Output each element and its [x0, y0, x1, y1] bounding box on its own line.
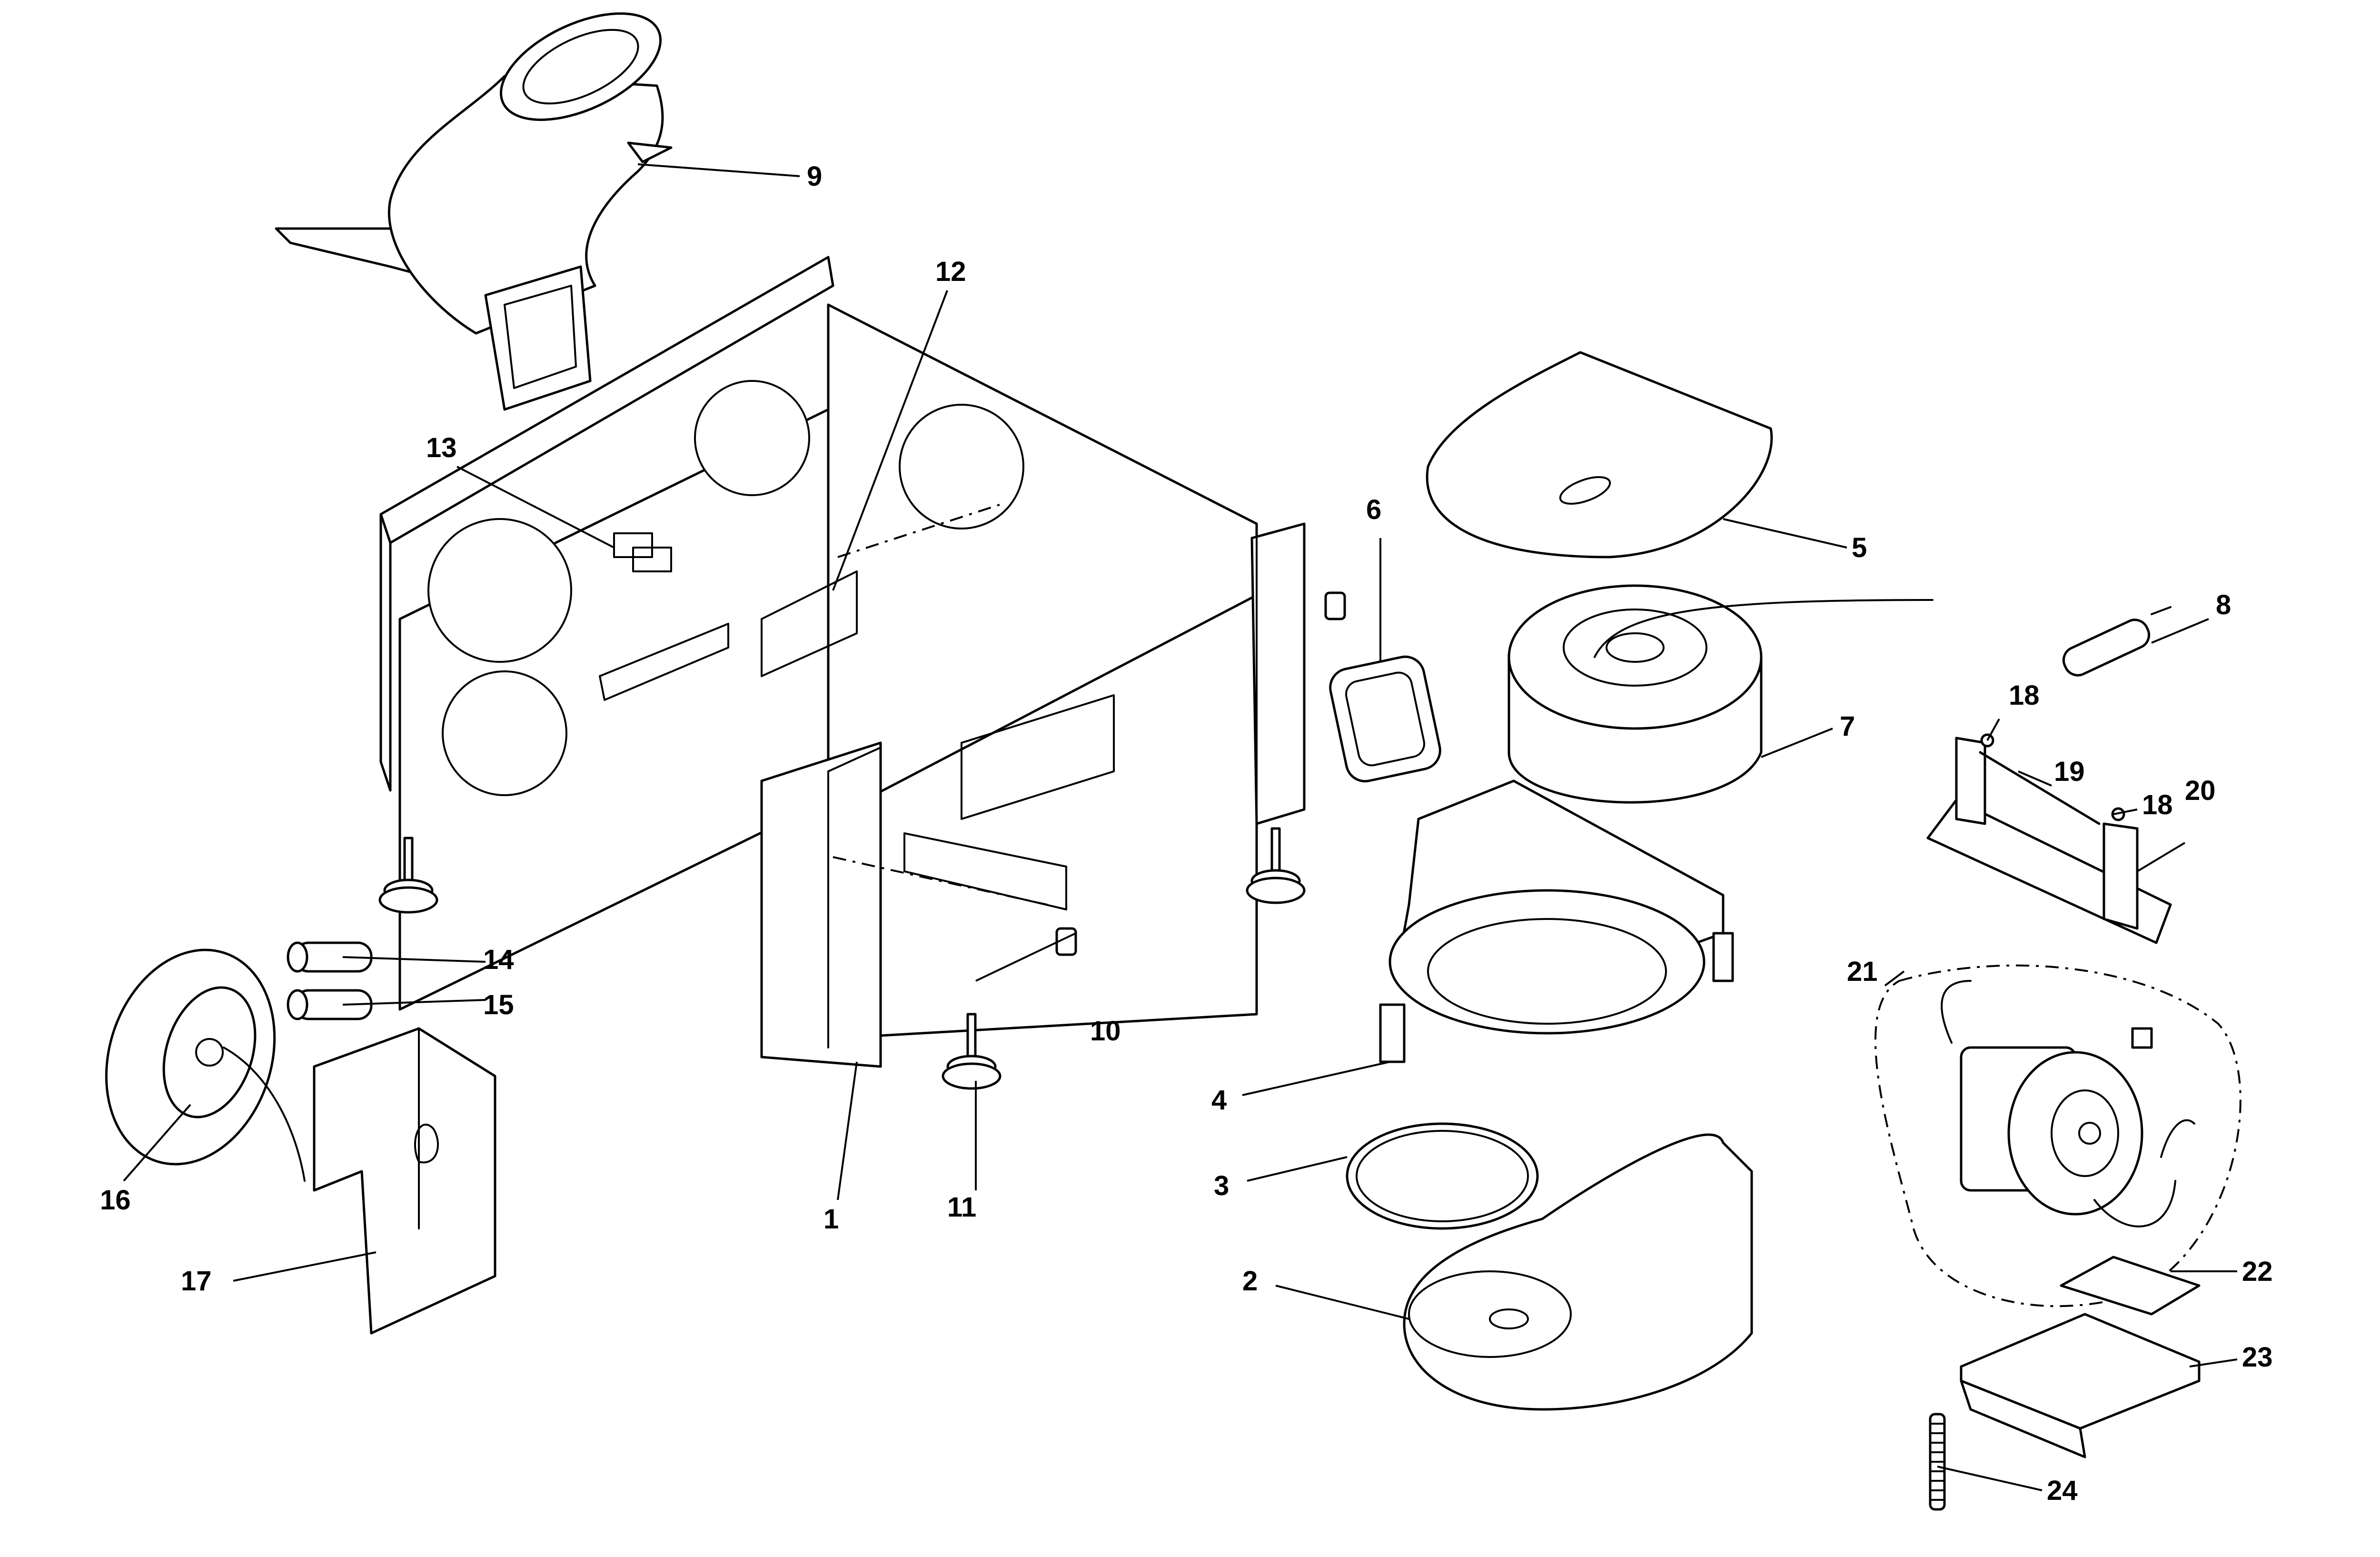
callout-18-upper: 18: [2009, 680, 2040, 711]
callout-18-lower: 18: [2142, 789, 2173, 820]
callout-7: 7: [1840, 711, 1855, 742]
callout-10: 10: [1090, 1016, 1121, 1047]
part-22-plate: [2060, 1256, 2201, 1316]
part-11-adjustable-feet: [378, 827, 1306, 1090]
callout-9: 9: [807, 161, 822, 192]
callout-numbers: 1 2 3 4 5 6 7 8 9 10 11 12 13 14 15 16 1…: [100, 161, 2273, 1506]
callout-16: 16: [100, 1185, 131, 1216]
part-16-fan-wheel: [105, 948, 306, 1182]
part-17-bracket-plate: [313, 1027, 496, 1335]
part-2-inlet-bowl: [1403, 1133, 1753, 1411]
part-21-motor-assembly: [1874, 964, 2241, 1307]
callout-17: 17: [181, 1266, 212, 1297]
part-24-spring: [1929, 1413, 1946, 1511]
part-5-cover-plate: [1426, 351, 1773, 559]
part-9-duct: [275, 12, 673, 411]
part-3-o-ring: [1346, 1122, 1539, 1230]
callout-2: 2: [1242, 1266, 1258, 1297]
callout-6: 6: [1366, 494, 1381, 525]
callout-24: 24: [2047, 1475, 2078, 1506]
callout-11: 11: [947, 1192, 976, 1223]
callout-1: 1: [823, 1204, 839, 1235]
callout-4: 4: [1211, 1085, 1227, 1116]
leader-lines: [123, 163, 2238, 1491]
callout-23: 23: [2242, 1342, 2273, 1373]
callout-8: 8: [2216, 589, 2231, 620]
callout-12: 12: [935, 256, 966, 287]
callout-22: 22: [2242, 1256, 2273, 1287]
part-18-20-shaft-bracket: [1926, 733, 2172, 944]
part-8-capacitor: [2062, 606, 2172, 677]
callout-3: 3: [1214, 1170, 1229, 1201]
part-23-motor-cradle: [1960, 1313, 2201, 1458]
part-1-housing: [379, 256, 1306, 1068]
callout-15: 15: [483, 989, 514, 1020]
callout-20: 20: [2185, 775, 2216, 806]
callout-14: 14: [483, 944, 514, 975]
callout-21: 21: [1847, 956, 1878, 987]
callout-19: 19: [2054, 756, 2085, 787]
part-6-gasket: [1329, 655, 1441, 783]
part-7-blower-wheel: [1507, 584, 1934, 804]
part-4-blower-housing: [1379, 779, 1734, 1063]
part-10-clips: [1055, 591, 1346, 956]
callout-13: 13: [426, 432, 457, 463]
part-14-15-capacitors: [287, 941, 373, 1020]
callout-5: 5: [1852, 532, 1867, 563]
